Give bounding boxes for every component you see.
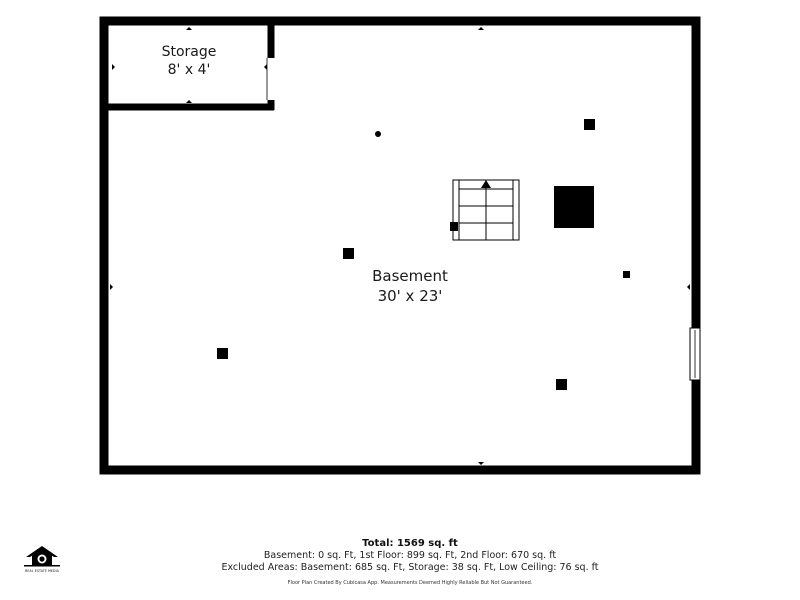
stair-post [450,222,458,231]
support-post [556,379,567,390]
floor-areas: Basement: 0 sq. Ft, 1st Floor: 899 sq. F… [263,550,557,561]
tick-mark [478,462,484,465]
house-logo-icon [24,546,60,567]
room-dimensions: 30' x 23' [377,286,443,305]
logo-text: REAL ESTATE MEDIA [25,569,59,573]
tick-mark [186,27,192,30]
chimney [554,186,594,228]
support-post [623,271,630,278]
basement-room-label: Basement 30' x 23' [300,267,520,306]
tick-mark [112,64,115,70]
room-name: Basement [372,267,448,285]
tick-mark [264,64,267,70]
support-post [343,248,354,259]
storage-room-label: Storage 8' x 4' [110,43,268,79]
excluded-areas: Excluded Areas: Basement: 685 sq. Ft, St… [221,562,599,573]
stairs [450,179,520,241]
total-area: Total: 1569 sq. ft [362,538,458,549]
room-dimensions: 8' x 4' [167,62,211,79]
brand-logo: REAL ESTATE MEDIA [22,543,62,575]
tick-mark [478,27,484,30]
room-name: Storage [161,44,217,60]
floor-drain [375,131,381,137]
tick-mark [186,100,192,103]
support-post [584,119,595,130]
tick-mark [110,284,113,290]
tick-mark [687,284,690,290]
support-post [217,348,228,359]
outer-wall [99,16,701,475]
stairs-arrow-icon [481,180,491,188]
credit-note: Floor Plan Created By Cubicasa App. Meas… [287,580,533,586]
area-summary: Total: 1569 sq. ft Basement: 0 sq. Ft, 1… [150,537,670,587]
